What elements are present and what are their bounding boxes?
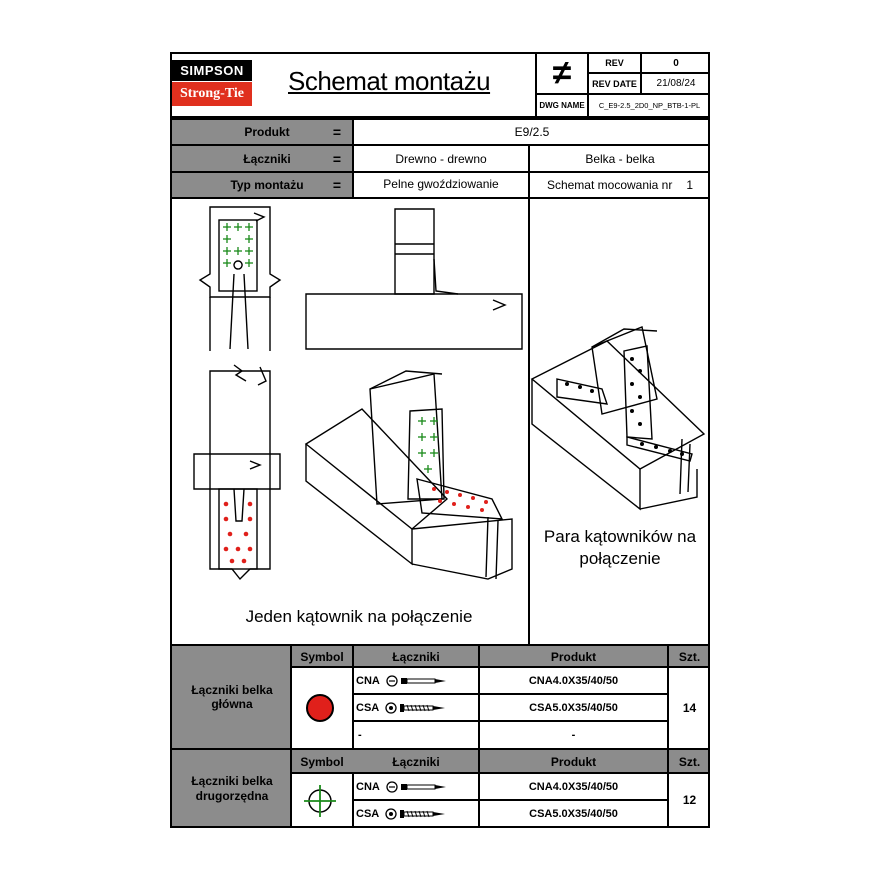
table1-group-label: Łączniki belka główna [191, 683, 273, 711]
table2-header-szt: Szt. [678, 754, 701, 769]
table1-group-cell [172, 646, 290, 748]
equals-sign: = [332, 150, 342, 167]
table2-product-csa: CSA5.0X35/40/50 [529, 807, 618, 820]
nail-icon [386, 780, 446, 793]
table2-qty: 12 [682, 793, 697, 807]
typ-montazu-value: Pelne gwoździowanie [383, 177, 499, 191]
isometric-view-single [304, 370, 513, 580]
fastener-code: CNA [356, 674, 380, 687]
screw-icon [385, 701, 446, 714]
laczniki-value-beam: Belka - belka [585, 151, 655, 166]
caption-single-bracket: Jeden kątownik na połączenie [245, 607, 473, 626]
schemat-label: Schemat mocowania nr 1 [530, 173, 710, 197]
assembly-drawings [193, 206, 706, 581]
fastener-code: CNA [356, 780, 380, 793]
rev-label: REV [605, 58, 624, 68]
table2-header-symbol: Symbol [300, 754, 344, 769]
table2-group-cell [172, 750, 290, 826]
main-beam-nails [223, 487, 488, 564]
secondary-beam-symbol [304, 785, 336, 817]
secondary-beam-nails [222, 222, 439, 474]
table1-qty: 14 [682, 701, 697, 715]
equals-sign: = [332, 124, 342, 140]
screw-icon [385, 807, 446, 820]
produkt-label: Produkt [244, 125, 290, 139]
dwg-name-label: DWG NAME [539, 101, 585, 110]
table1-row-empty: - [358, 728, 362, 741]
nail-icon [386, 674, 446, 687]
elevation-view-top [198, 206, 282, 351]
table1-header-produkt: Produkt [550, 649, 597, 664]
rev-date-label: REV DATE [592, 78, 637, 89]
fastener-code: CSA [356, 807, 380, 820]
drawing-sheet [170, 52, 710, 828]
info-label-column [172, 118, 352, 198]
table2-group-label: Łączniki belka drugorzędna [191, 774, 273, 803]
table1-product-csa: CSA5.0X35/40/50 [529, 701, 618, 714]
schemat-number: 1 [686, 178, 694, 192]
table1-header-laczniki: Łączniki [392, 649, 440, 664]
table1-header-symbol: Symbol [300, 649, 344, 664]
rev-date-value: 21/08/24 [656, 78, 696, 89]
table1-row-csa: CSA [356, 695, 478, 720]
rev-value: 0 [673, 57, 679, 69]
produkt-value: E9/2.5 [514, 125, 550, 139]
bracket-holes [565, 357, 684, 456]
main-beam-symbol [306, 694, 334, 722]
table2-header-row [292, 750, 708, 772]
table1-product-cna: CNA4.0X35/40/50 [528, 674, 619, 687]
table1-header-row [292, 646, 708, 666]
laczniki-value-wood: Drewno - drewno [395, 151, 487, 166]
laczniki-label: Łączniki [243, 151, 291, 166]
elevation-view-bottom [193, 364, 281, 581]
table1-header-szt: Szt. [678, 649, 701, 664]
table2-row-cna: CNA [356, 774, 478, 799]
typ-montazu-label: Typ montażu [230, 178, 304, 192]
caption-bracket-pair: Para kątowników na połączenie [543, 527, 697, 568]
schemat-label-text: Schemat mocowania nr [546, 178, 673, 192]
table1-row-cna: CNA [356, 668, 478, 693]
isometric-view-pair [530, 326, 706, 511]
table1-product-empty: - [571, 728, 576, 741]
equals-sign: = [332, 177, 342, 193]
table2-product-cna: CNA4.0X35/40/50 [528, 780, 619, 793]
not-equal-symbol: ≠ [552, 53, 572, 92]
brand-logo-top: SIMPSON [172, 60, 252, 81]
table2-header-laczniki: Łączniki [392, 754, 440, 769]
table2-row-csa: CSA [356, 801, 478, 826]
table2-header-produkt: Produkt [550, 754, 597, 769]
dwg-name-value: C_E9-2.5_2D0_NP_BTB-1-PL [598, 101, 701, 110]
page-title: Schemat montażu [288, 66, 491, 96]
brand-logo-bottom: Strong-Tie [172, 82, 252, 106]
fastener-code: CSA [356, 701, 380, 714]
side-view-top [305, 208, 523, 350]
